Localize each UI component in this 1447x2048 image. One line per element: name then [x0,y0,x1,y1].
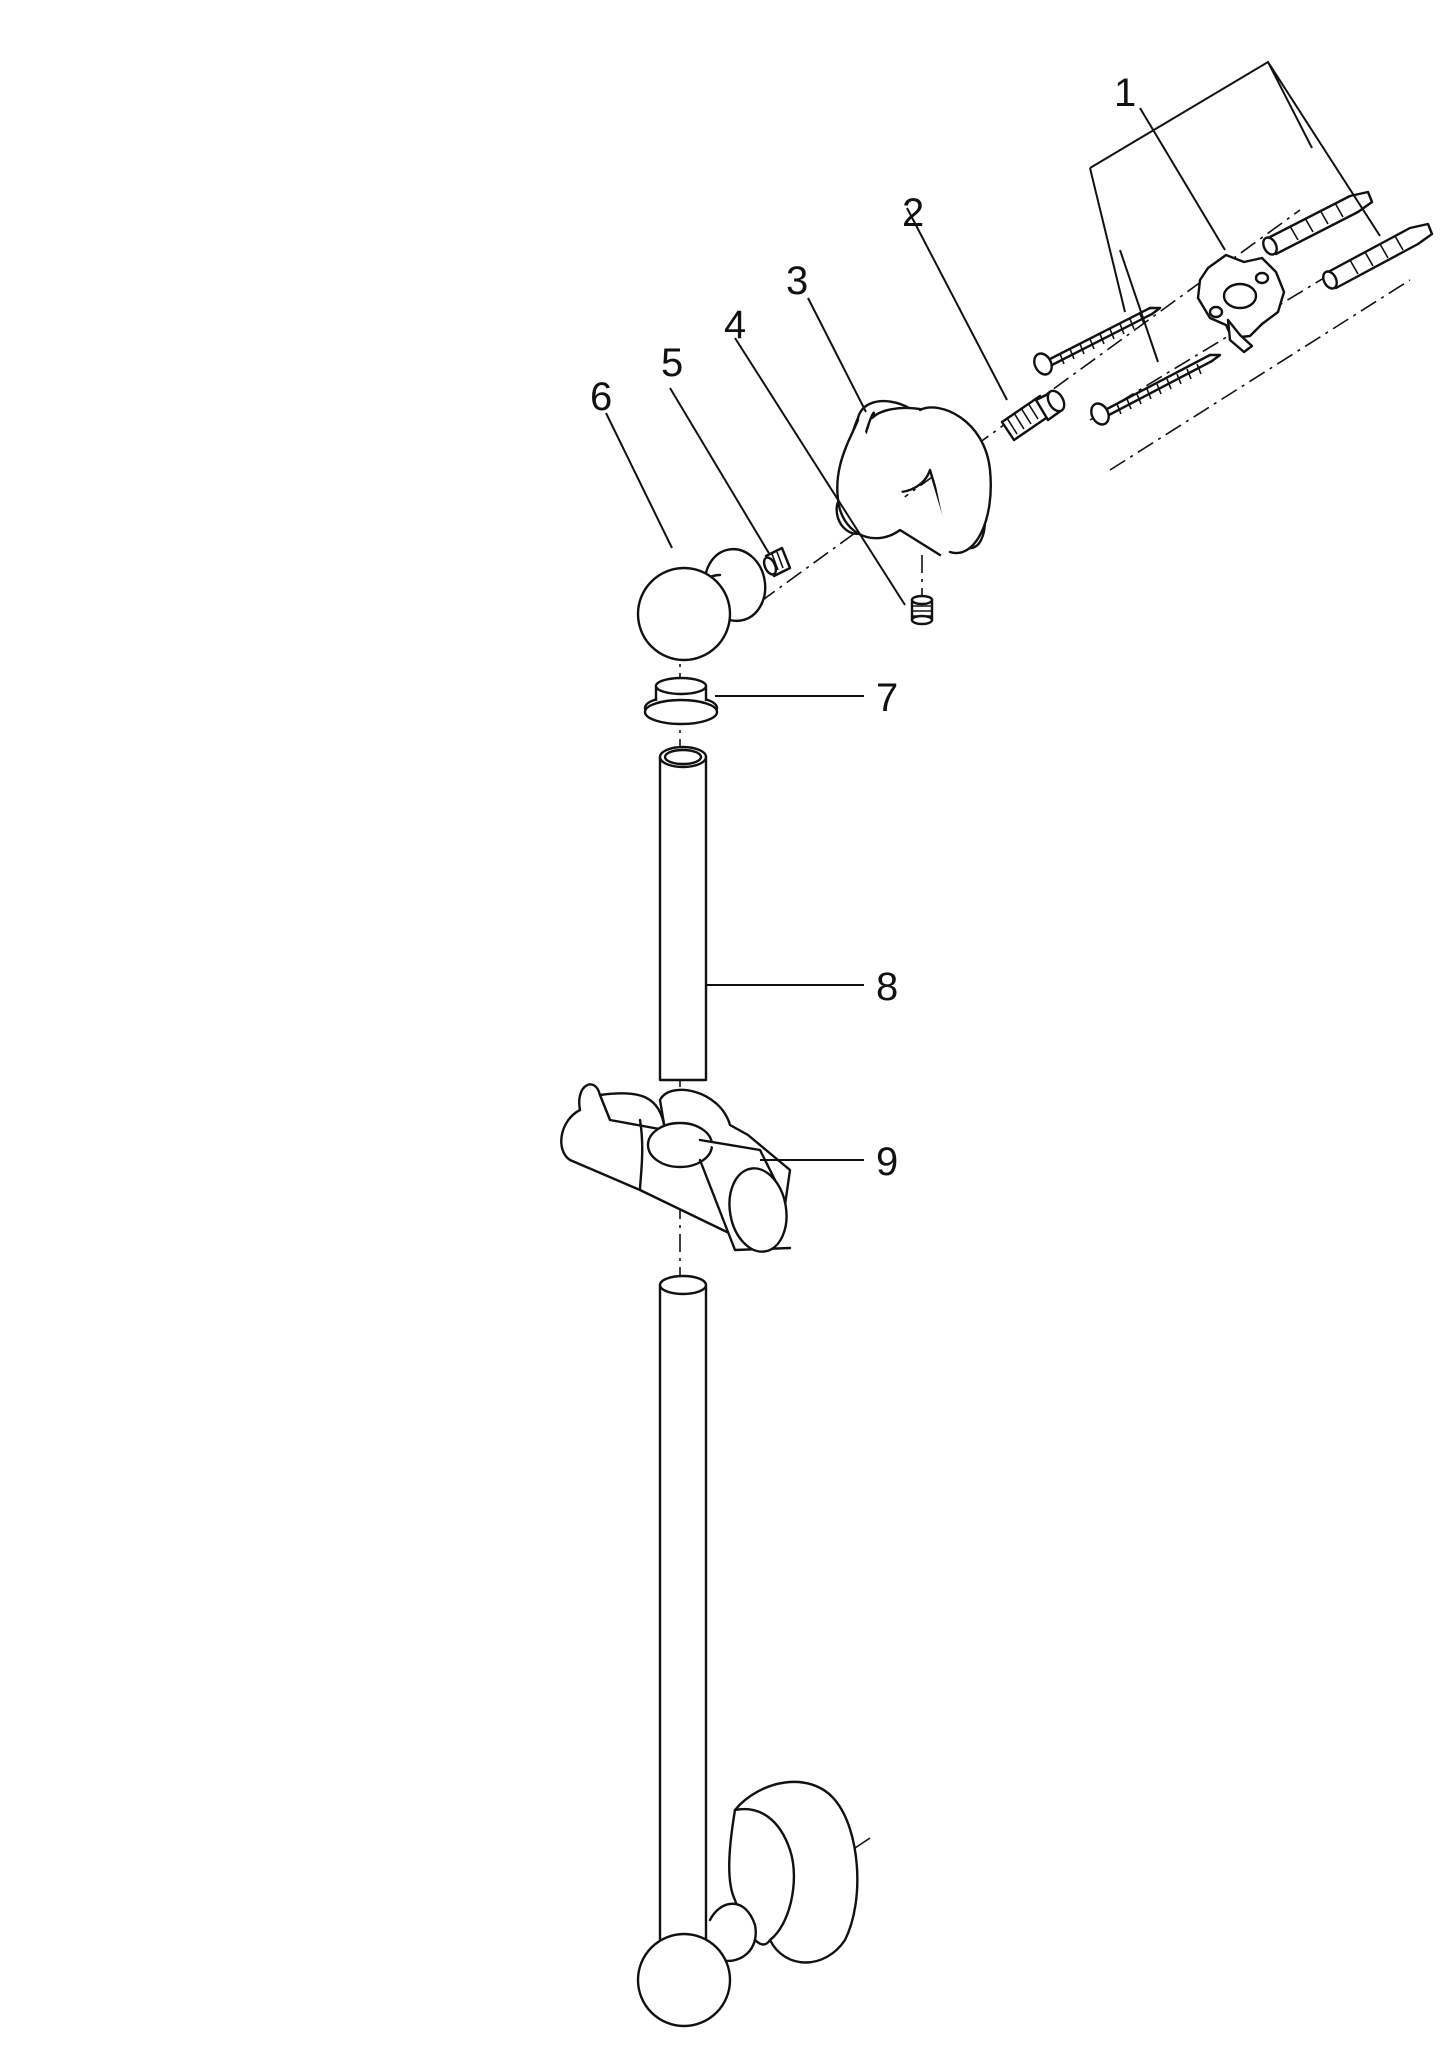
callout-3: 3 [786,259,808,303]
callout-2: 2 [902,191,924,235]
callout-9: 9 [876,1140,898,1184]
part-2-threaded-insert [1000,389,1066,442]
part-1-mounting-kit [1033,60,1434,426]
callout-1-bracket [1089,60,1381,363]
part-9-slider-holder [560,1083,792,1253]
part-4-set-screw [910,594,934,626]
leader-lines [605,207,1008,1161]
part-7-ring [643,676,719,726]
callout-8: 8 [876,965,898,1009]
part-6-ball-joint [636,547,767,662]
anchor-lower [1322,222,1434,290]
callout-1: 1 [1114,71,1136,115]
callout-labels: 1 2 3 4 5 6 7 8 9 [590,71,1136,1184]
callout-5: 5 [661,341,683,385]
wall-plate [1196,253,1286,354]
callout-4: 4 [724,303,746,347]
part-3-wall-rosette [835,400,992,557]
part-8-upper-rod [658,745,708,1082]
screw-lower [1090,353,1222,426]
anchor-upper [1262,190,1374,256]
callout-6: 6 [590,375,612,419]
callout-7: 7 [876,676,898,720]
lower-bracket-assembly [636,1780,871,2028]
part-5-small-screw [762,546,792,578]
lower-rod [658,1274,708,1962]
screw-upper [1033,306,1162,376]
